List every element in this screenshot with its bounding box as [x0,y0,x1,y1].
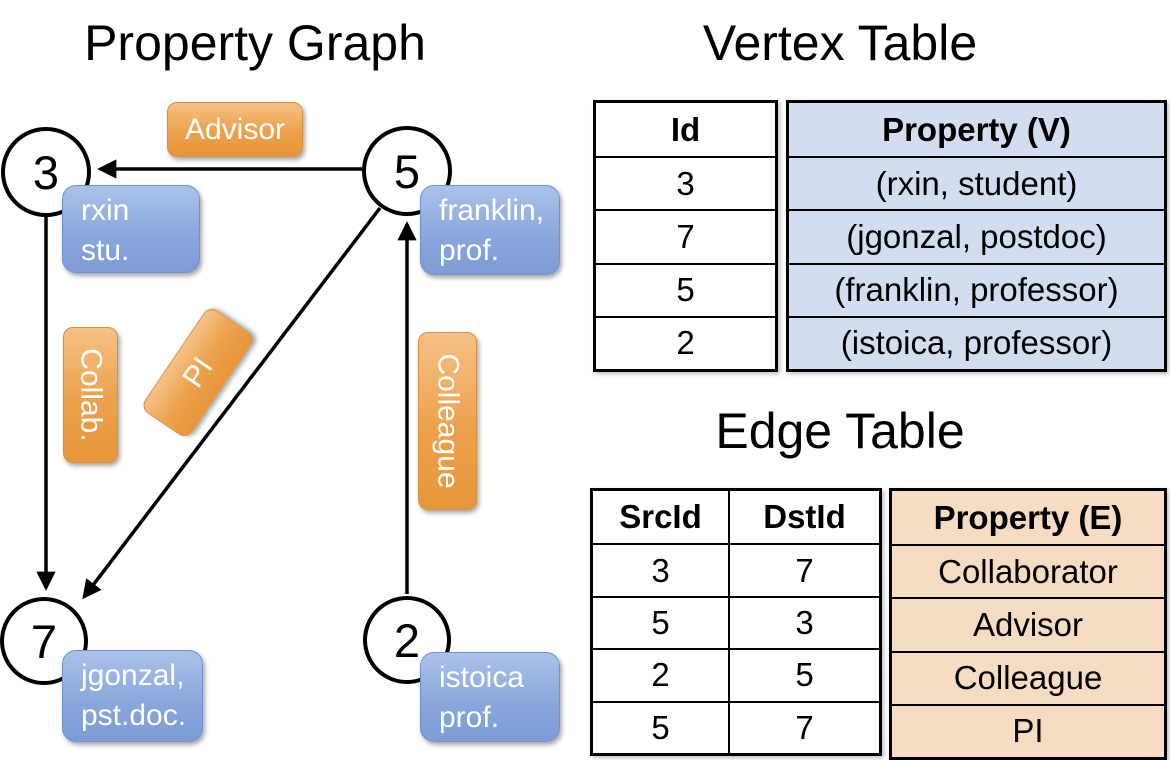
edge-table-title: Edge Table [715,403,965,459]
edge-table-srcid-cell: 2 [593,648,728,700]
vertex-property-2-line1: istoica [439,661,525,694]
edge-label-advisor-text: Advisor [184,112,286,146]
vertex-table-id-cell: 2 [596,315,775,369]
vertex-property-2-line2: prof. [439,701,500,734]
vertex-property-7-line1: jgonzal, [81,659,185,692]
vertex-property-3-line1: rxin [81,194,130,227]
edge-table-property-cell: Collaborator [892,544,1164,597]
vertex-property-box-2: istoica prof. [420,652,560,742]
edge-label-colleague-text: Colleague [431,353,465,489]
edge-table-dstid-cell: 5 [728,648,879,701]
vertex-table-id-cell: 7 [596,209,775,262]
edge-label-colleague: Colleague [418,332,477,510]
vertex-table-title: Vertex Table [702,15,978,71]
edge-table-dstid-header: DstId [728,491,879,544]
vertex-node-5-id: 5 [393,144,421,198]
edge-table-property-header: Property (E) [933,498,1123,536]
edge-table-dstid-cell: 7 [728,700,879,753]
vertex-table-id-cell: 3 [596,156,775,209]
edge-label-collab: Collab. [63,327,118,463]
edge-label-advisor: Advisor [167,102,303,157]
edge-table-property-column: Property (E) Collaborator Advisor Collea… [889,488,1167,760]
vertex-table-id-cell: 5 [596,262,775,316]
vertex-property-7-line2: pst.doc. [81,699,187,732]
vertex-table-property-cell: (rxin, student) [789,156,1164,209]
vertex-property-box-3: rxin stu. [62,185,200,273]
edge-table-dstid-cell: 7 [728,543,879,596]
vertex-table-property-cell: (jgonzal, postdoc) [789,209,1164,262]
vertex-property-5-line2: prof. [439,234,500,267]
edge-label-pi-text: PI [175,351,220,394]
edge-table-property-cell: Advisor [892,597,1164,650]
vertex-property-3-line2: stu. [81,234,130,267]
edge-table-id-columns: SrcId DstId 3 7 5 3 2 5 5 7 [590,488,882,756]
edge-table-srcid-cell: 5 [593,700,728,753]
pi-edge-arrow [82,206,382,600]
vertex-property-box-7: jgonzal, pst.doc. [62,650,203,742]
vertex-table-id-column: Id 3 7 5 2 [593,100,778,372]
vertex-property-5-line1: franklin, [439,194,545,227]
edge-label-collab-text: Collab. [74,348,108,442]
edge-table-srcid-cell: 5 [593,595,728,648]
vertex-table-property-column: Property (V) (rxin, student) (jgonzal, p… [786,100,1167,372]
edge-table-srcid-header: SrcId [619,498,702,536]
property-graph-title: Property Graph [84,15,426,71]
vertex-node-3-id: 3 [32,145,60,199]
vertex-node-3: 3 [1,127,91,217]
edge-table-dstid-cell: 3 [728,595,879,649]
edge-table-srcid-cell: 3 [593,543,728,595]
vertex-node-2-id: 2 [393,613,421,667]
vertex-table-property-header: Property (V) [882,110,1071,148]
edge-table-property-cell: PI [892,703,1164,757]
vertex-table-property-cell: (franklin, professor) [789,262,1164,316]
vertex-node-7-id: 7 [30,614,58,668]
vertex-table-property-cell: (istoica, professor) [789,315,1164,369]
vertex-property-box-5: franklin, prof. [420,185,560,275]
vertex-table-id-header: Id [670,110,701,148]
edge-table-property-cell: Colleague [892,650,1164,704]
